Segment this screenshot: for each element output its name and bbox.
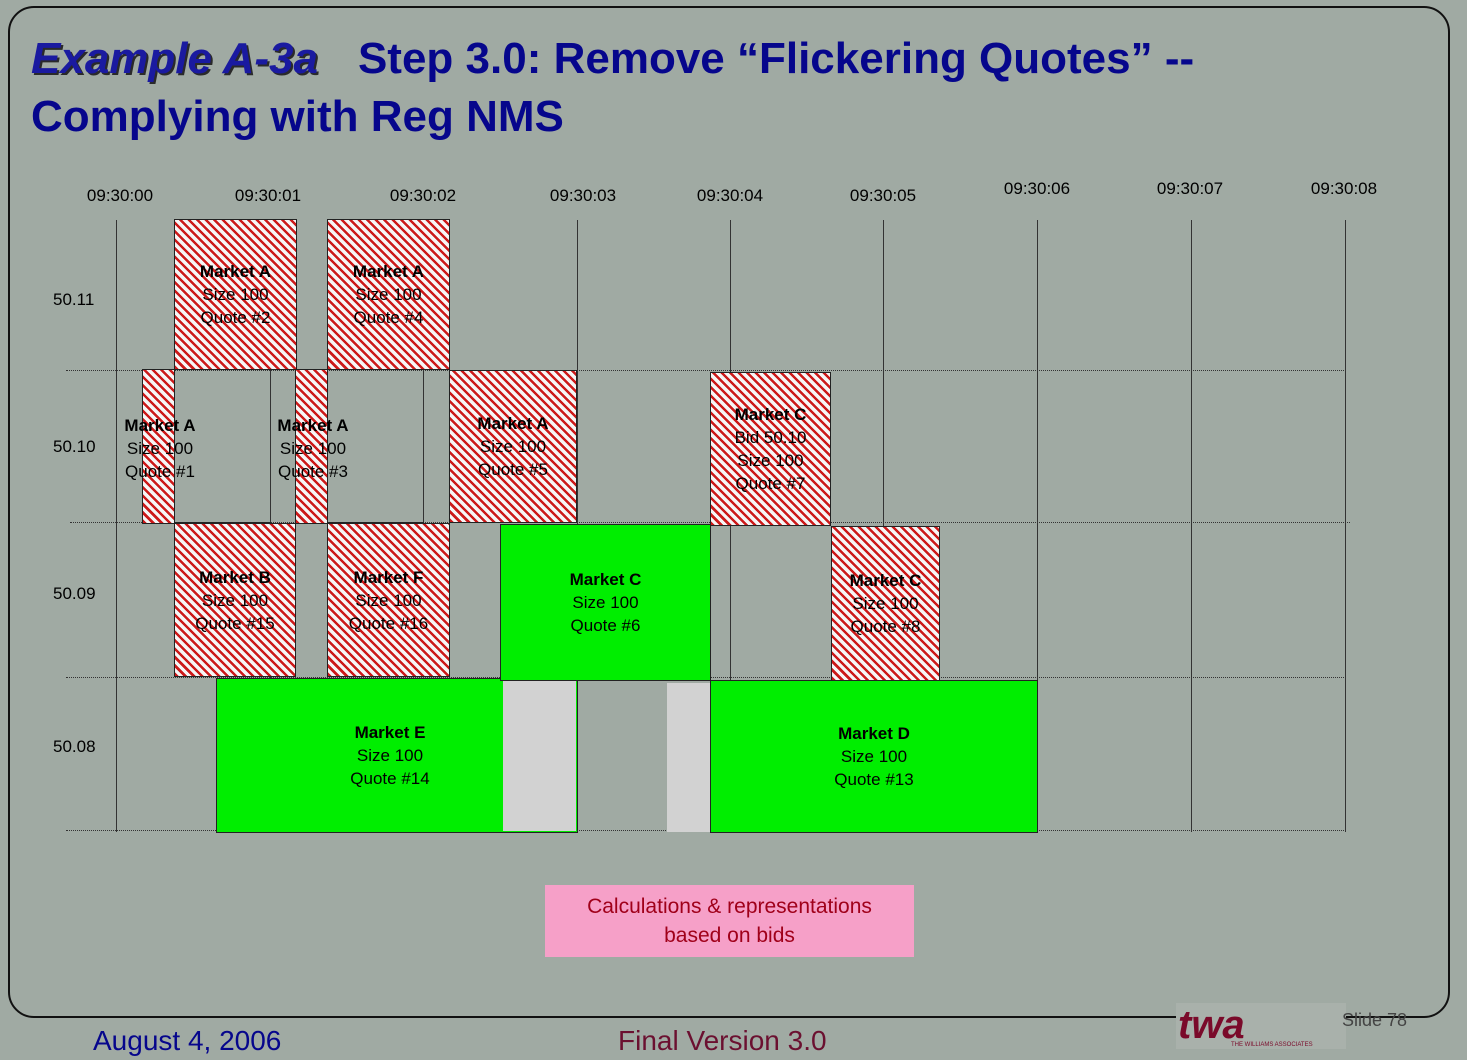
quote-line: Quote #2 (200, 308, 271, 327)
example-label: Example A-3a (31, 34, 318, 83)
quote-line: Size 100 (355, 590, 422, 610)
quote-line: Market D (838, 724, 910, 743)
quote-line: Market A (199, 262, 272, 281)
quote-line: Market C (734, 405, 807, 424)
quote-box-market-f-16: Market F Size 100 Quote #16 (327, 523, 450, 677)
quote-line: Size 100 (840, 747, 908, 766)
quote-line: Market F (353, 567, 424, 587)
slide-number: Slide 78 (1342, 1010, 1408, 1030)
quote-line: Size 100 (126, 438, 194, 458)
quote-box-outline (327, 370, 424, 523)
quote-line: Quote #1 (125, 461, 195, 481)
title-line-1: Step 3.0: Remove “Flickering Quotes” -- (357, 34, 1195, 83)
note-line-1: Calculations & representations (587, 895, 872, 918)
title-line-2: Complying with Reg NMS (31, 92, 564, 141)
quote-box-market-b-15: Market B Size 100 Quote #15 (174, 523, 296, 677)
quote-line: Size 100 (572, 593, 639, 612)
quote-line: Market A (352, 262, 425, 281)
quote-box-market-a-4: Market A Size 100 Quote #4 (327, 219, 450, 370)
grid-vline (1191, 220, 1192, 832)
time-label: 09:30:01 (234, 186, 302, 205)
quote-line: Quote #13 (834, 770, 914, 789)
quote-line: Quote #15 (195, 613, 275, 633)
quote-line: Market A (124, 415, 196, 435)
calculation-note: Calculations & representations based on … (545, 885, 914, 957)
quote-box-market-c-6: Market C Size 100 Quote #6 (500, 524, 711, 681)
footer-date: August 4, 2006 (93, 1025, 282, 1056)
quote-line: Quote #5 (478, 460, 548, 479)
quote-line: Market B (199, 567, 271, 587)
flicker-strip (142, 369, 175, 524)
note-line-2: based on bids (664, 924, 795, 947)
grid-vline (116, 220, 117, 832)
quote-line: Size 100 (852, 594, 919, 613)
logo-subtext: THE WILLIAMS ASSOCIATES (1231, 1042, 1313, 1048)
quote-label-market-a-3: Market A Size 100 Quote #3 (258, 402, 368, 494)
time-label: 09:30:07 (1156, 179, 1224, 198)
gap-block (667, 683, 711, 832)
quote-line: Bid 50.10 (734, 428, 807, 447)
quote-line: Size 100 (355, 285, 422, 304)
logo-text: twa (1178, 1003, 1245, 1047)
quote-line: Quote #8 (850, 617, 921, 636)
grid-hline (66, 370, 1346, 371)
quote-label-market-a-1: Market A Size 100 Quote #1 (105, 402, 215, 494)
grid-vline (1345, 220, 1346, 832)
grid-vline (1037, 220, 1038, 832)
quote-box-market-a-2: Market A Size 100 Quote #2 (174, 219, 297, 370)
time-label: 09:30:08 (1310, 179, 1378, 198)
quote-line: Quote #7 (735, 474, 806, 493)
quote-line: Size 100 (737, 451, 804, 470)
quote-line: Size 100 (479, 437, 547, 456)
slide-frame (8, 6, 1450, 1018)
time-label: 09:30:03 (549, 186, 617, 205)
company-logo: twa THE WILLIAMS ASSOCIATES (1176, 1003, 1346, 1049)
flicker-strip (295, 369, 328, 524)
quote-box-market-a-5: Market A Size 100 Quote #5 (449, 370, 577, 523)
quote-line: Market A (277, 415, 349, 435)
slide-title: Example A-3a Step 3.0: Remove “Flickering… (31, 30, 1431, 146)
footer-version: Final Version 3.0 (618, 1025, 827, 1056)
quote-line: Market C (569, 570, 642, 589)
quote-box-outline (174, 370, 271, 523)
quote-line: Market C (849, 571, 922, 590)
quote-line: Quote #14 (350, 769, 430, 788)
quote-line: Size 100 (202, 285, 269, 304)
price-label: 50.11 (53, 290, 95, 309)
time-label: 09:30:00 (86, 186, 154, 205)
grid-vline (730, 220, 731, 832)
time-label: 09:30:06 (1003, 179, 1071, 198)
quote-box-market-c-7: Market C Bid 50.10 Size 100 Quote #7 (710, 372, 831, 526)
quote-box-market-d: Market D Size 100 Quote #13 (710, 680, 1038, 833)
price-label: 50.09 (53, 584, 96, 603)
quote-line: Market E (354, 723, 426, 742)
price-label: 50.08 (53, 737, 96, 756)
price-label: 50.10 (53, 437, 96, 456)
quote-line: Quote #4 (353, 308, 424, 327)
time-label: 09:30:05 (849, 186, 917, 205)
quote-line: Quote #16 (348, 613, 429, 633)
quote-line: Size 100 (356, 746, 424, 765)
quote-line: Size 100 (279, 438, 347, 458)
quote-line: Market A (477, 414, 549, 433)
quote-box-market-c-8: Market C Size 100 Quote #8 (831, 526, 940, 681)
quote-line: Quote #3 (278, 461, 348, 481)
quote-line: Quote #6 (570, 616, 641, 635)
quote-line: Size 100 (201, 590, 269, 610)
time-label: 09:30:04 (696, 186, 764, 205)
gap-block-overlay (503, 680, 576, 831)
time-label: 09:30:02 (389, 186, 457, 205)
